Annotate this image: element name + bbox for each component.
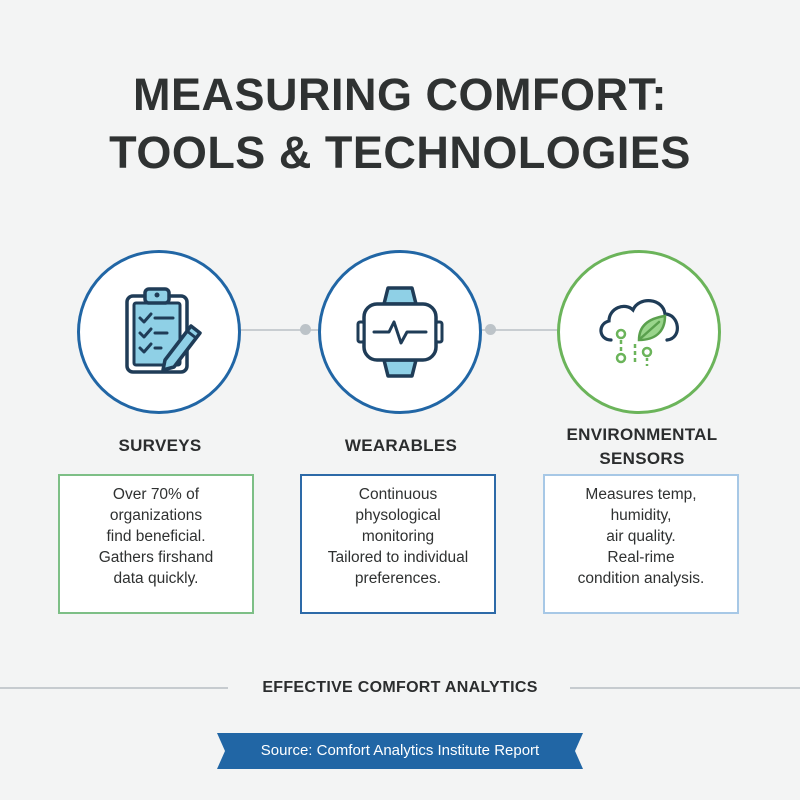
smartwatch-heartbeat-icon [356,286,444,378]
wearables-text-line: physological [355,507,441,524]
surveys-text-line: find beneficial. [106,528,206,545]
sensors-heading-line-2: SENSORS [599,449,685,468]
summary-rule-right [570,687,800,689]
sensors-icon-circle [557,250,721,414]
wearables-text-line: Tailored to individual [327,549,469,566]
wearables-icon-circle [318,250,482,414]
sensors-text-line: humidity, [610,507,672,524]
surveys-heading: SURVEYS [118,436,202,455]
cloud-leaf-sensor-icon [599,299,679,366]
banner-ribbon-shape [217,733,583,769]
surveys-text-line: Gathers firshand [98,549,214,566]
wearables-text-line: monitoring [361,528,435,545]
sensors-heading: ENVIRONMENTAL SENSORS [527,423,757,471]
source-text: Source: Comfort Analytics Institute Repo… [260,742,540,759]
sensors-card: Measures temp, humidity, air quality. Re… [543,474,739,614]
wearables-heading: WEARABLES [344,436,458,455]
summary-row: EFFECTIVE COMFORT ANALYTICS [0,676,800,700]
sensors-text-line: Measures temp, [585,486,697,503]
sensors-text-line: air quality. [606,528,676,545]
sensors-text-line: condition analysis. [577,570,705,587]
surveys-text-line: data quickly. [113,570,199,587]
sensors-text-line: Real-rime [607,549,675,566]
sensors-heading-line-1: ENVIRONMENTAL [566,425,718,444]
page-title: MEASURING COMFORT: TOOLS & TECHNOLOGIES [0,66,800,182]
surveys-icon-circle [77,250,241,414]
surveys-card: Over 70% of organizations find beneficia… [58,474,254,614]
connector-dot-1 [300,324,311,335]
summary-label: EFFECTIVE COMFORT ANALYTICS [262,679,538,696]
title-line-2: TOOLS & TECHNOLOGIES [109,127,691,178]
connector-dot-2 [485,324,496,335]
title-line-1: MEASURING COMFORT: [133,69,667,120]
surveys-text-line: Over 70% of [112,486,200,503]
wearables-text-line: Continuous [358,486,438,503]
summary-rule-left [0,687,228,689]
source-banner: Source: Comfort Analytics Institute Repo… [213,733,587,769]
surveys-text-line: organizations [109,507,203,524]
wearables-card: Continuous physological monitoring Tailo… [300,474,496,614]
connector-line-1 [239,329,319,331]
connector-line-2 [481,329,560,331]
clipboard-checklist-icon [125,287,202,374]
wearables-text-line: preferences. [354,570,442,587]
